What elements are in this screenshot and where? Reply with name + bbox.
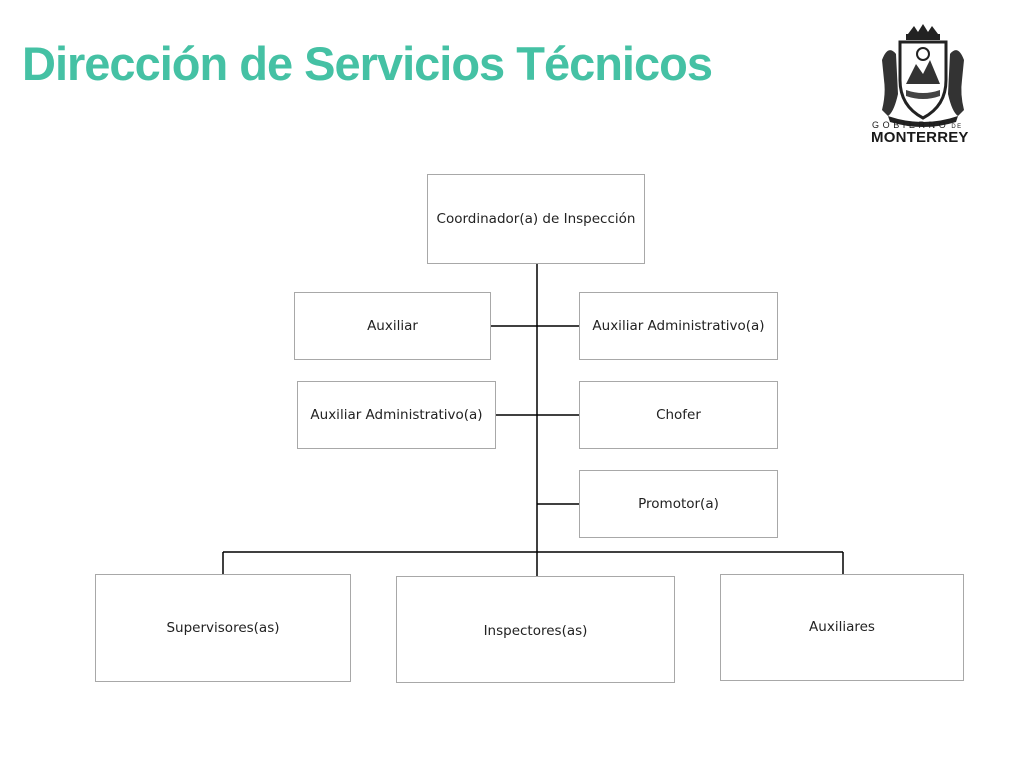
node-label: Auxiliar Administrativo(a) <box>310 407 483 423</box>
node-auxiliar-administrativo-left: Auxiliar Administrativo(a) <box>297 381 496 449</box>
node-label: Promotor(a) <box>638 496 719 512</box>
node-label: Auxiliar <box>367 318 418 334</box>
node-label: Inspectores(as) <box>483 622 588 639</box>
node-label: Auxiliar Administrativo(a) <box>592 318 765 334</box>
page-title: Dirección de Servicios Técnicos <box>22 37 713 90</box>
node-auxiliar-administrativo-right: Auxiliar Administrativo(a) <box>579 292 778 360</box>
node-label: Supervisores(as) <box>166 620 280 636</box>
node-label: Auxiliares <box>809 619 875 635</box>
node-inspectores: Inspectores(as) <box>396 576 675 683</box>
node-coordinador-inspeccion: Coordinador(a) de Inspección <box>427 174 645 264</box>
node-label: Coordinador(a) de Inspección <box>436 211 636 227</box>
monterrey-coat-of-arms-logo <box>882 24 964 127</box>
node-supervisores: Supervisores(as) <box>95 574 351 682</box>
node-promotor: Promotor(a) <box>579 470 778 538</box>
node-auxiliar: Auxiliar <box>294 292 491 360</box>
logo-monterrey-text: MONTERREY <box>871 129 969 146</box>
node-label: Chofer <box>656 407 701 423</box>
node-auxiliares: Auxiliares <box>720 574 964 681</box>
node-chofer: Chofer <box>579 381 778 449</box>
